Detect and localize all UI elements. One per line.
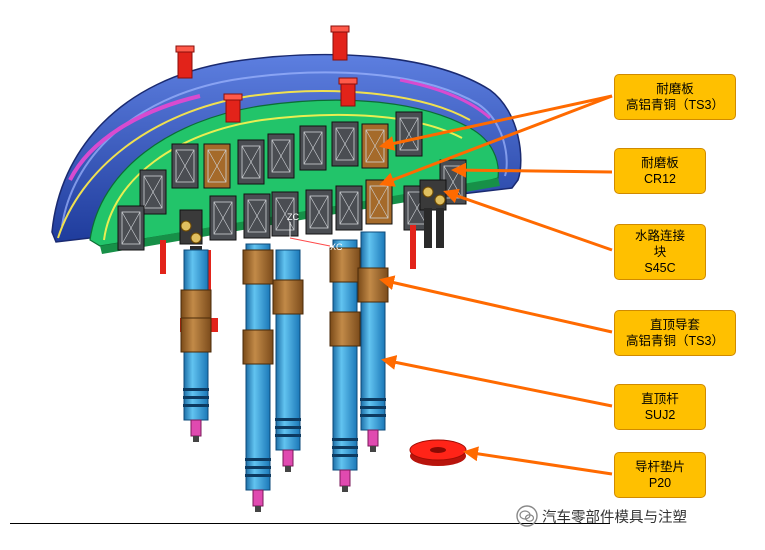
wechat-icon xyxy=(516,505,538,527)
callout-title: 耐磨板 xyxy=(656,82,694,96)
axis-label-xc: XC xyxy=(330,242,343,252)
steel-wear-plate xyxy=(209,195,237,241)
callout-guide-sleeve: 直顶导套 高铝青铜（TS3） xyxy=(614,310,736,356)
axis-indicator: ZC XC xyxy=(287,212,343,252)
callout-title: 直顶导套 xyxy=(649,318,700,332)
steel-wear-plate xyxy=(395,111,423,157)
callout-material: P20 xyxy=(648,476,672,490)
callout-material: 高铝青铜（TS3） xyxy=(626,334,724,348)
callout-title: 导杆垫片 xyxy=(634,460,685,474)
callout-material: CR12 xyxy=(644,172,676,186)
callout-rod-washer: 导杆垫片 P20 xyxy=(614,452,706,498)
callout-title: 水路连接 xyxy=(634,229,685,243)
watermark: 汽车零部件模具与注塑 xyxy=(516,505,687,527)
steel-wear-plate xyxy=(335,185,363,231)
lifter-rod xyxy=(272,249,304,472)
callout-material: SUJ2 xyxy=(644,408,676,422)
steel-wear-plate xyxy=(299,125,327,171)
lifter-rod xyxy=(329,239,361,492)
steel-wear-plate xyxy=(267,133,295,179)
lifter-rod xyxy=(242,243,274,512)
callout-title: 耐磨板 xyxy=(641,156,679,170)
callout-wear-plate-ts3: 耐磨板 高铝青铜（TS3） xyxy=(614,74,736,120)
callout-lifter-rod: 直顶杆 SUJ2 xyxy=(614,384,706,430)
callout-water-block: 水路连接 块 S45C xyxy=(614,224,706,280)
axis-label-zc: ZC xyxy=(287,212,299,222)
steel-wear-plate xyxy=(243,193,271,239)
watermark-text: 汽车零部件模具与注塑 xyxy=(542,509,687,526)
bronze-wear-plate xyxy=(203,143,231,189)
lifter-rod xyxy=(180,249,212,442)
baseline-divider xyxy=(10,523,610,524)
callout-title-cont: 块 xyxy=(653,245,667,259)
steel-wear-plate xyxy=(171,143,199,189)
lifter-rod xyxy=(357,231,389,452)
steel-wear-plate xyxy=(271,191,299,237)
callout-arrows xyxy=(379,94,613,476)
bronze-wear-plate xyxy=(365,179,393,225)
lifter-rods xyxy=(180,231,389,512)
callout-wear-plate-cr12: 耐磨板 CR12 xyxy=(614,148,706,194)
steel-wear-plate xyxy=(237,139,265,185)
steel-wear-plate xyxy=(117,205,145,251)
top-posts xyxy=(175,25,358,123)
steel-wear-plate xyxy=(331,121,359,167)
callout-title: 直顶杆 xyxy=(641,392,679,406)
rod-washer-part xyxy=(409,439,467,466)
callout-material: 高铝青铜（TS3） xyxy=(626,98,724,112)
steel-wear-plate xyxy=(305,189,333,235)
callout-material: S45C xyxy=(644,261,676,275)
